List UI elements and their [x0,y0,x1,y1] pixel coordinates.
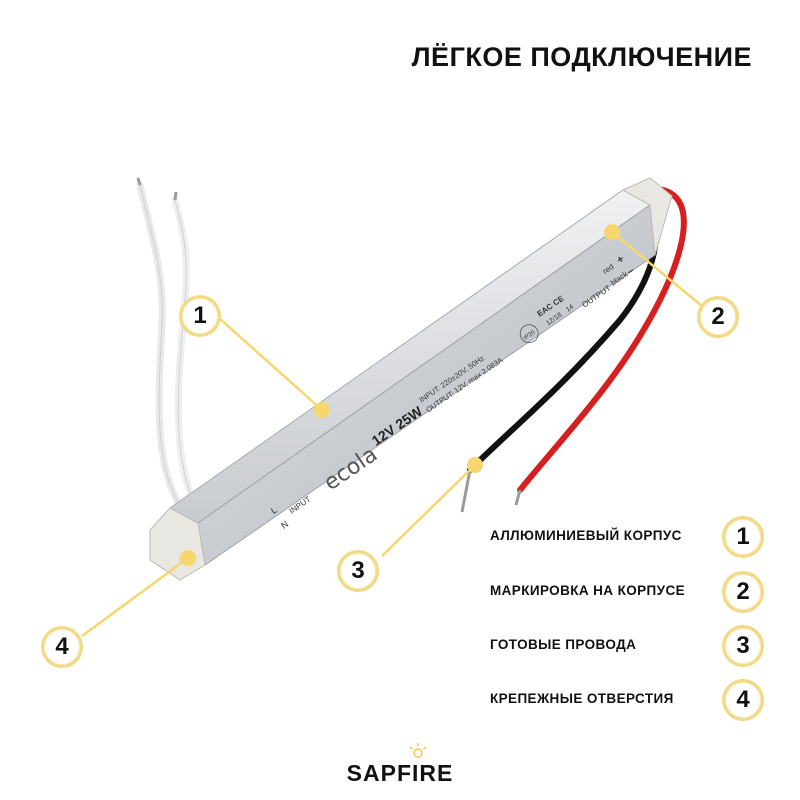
legend-label: МАРКИРОВКА НА КОРПУСЕ [490,583,686,598]
callout-badge-3: 3 [337,550,379,592]
callout-dots [180,224,620,566]
ip-rating-circle [519,324,539,344]
legend-item: КРЕПЕЖНЫЕ ОТВЕРСТИЯ 4 [490,679,790,721]
callout-badge-2: 2 [697,296,739,338]
callout-badge-4: 4 [41,626,83,668]
batch-code: 14 [565,303,575,313]
legend-label: КРЕПЕЖНЫЕ ОТВЕРСТИЯ [490,691,674,706]
terminal-n: N [279,519,290,531]
footer-brand-logo: SAPFIRE [346,760,454,786]
minus-sign: – [625,264,637,277]
legend-number-badge: 1 [722,516,764,558]
legend-label: ГОТОВЫЕ ПРОВОДА [490,637,637,652]
callout-leaders [81,231,703,638]
page-title: ЛЁГКОЕ ПОДКЛЮЧЕНИЕ [411,42,752,72]
legend-number-badge: 3 [722,625,764,667]
legend-number-badge: 2 [722,571,764,613]
legend-item: ГОТОВЫЕ ПРОВОДА 3 [490,625,790,667]
legend-number-badge: 4 [722,679,764,721]
input-wires [136,177,202,516]
legend-item: АЛЛЮМИНИЕВЫЙ КОРПУС 1 [490,516,790,558]
legend-item: МАРКИРОВКА НА КОРПУСЕ 2 [490,571,790,613]
callout-badge-1: 1 [179,295,221,337]
lightbulb-icon [409,743,427,758]
terminal-l: L [269,505,279,516]
legend-label: АЛЛЮМИНИЕВЫЙ КОРПУС [490,528,682,543]
